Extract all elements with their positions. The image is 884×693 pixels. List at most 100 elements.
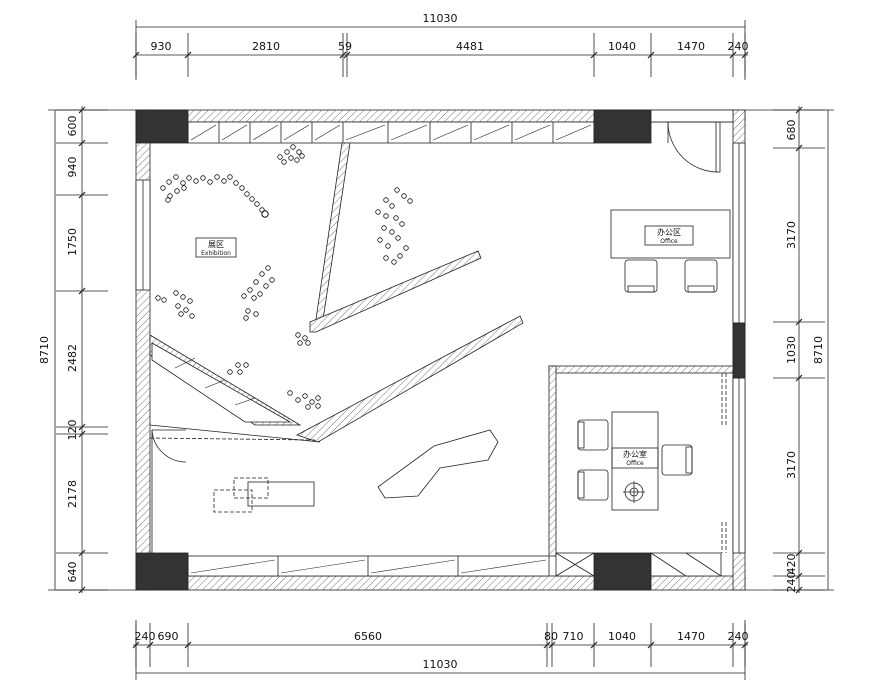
- dim-top-segment: 59: [338, 40, 352, 53]
- display-dot: [305, 404, 311, 410]
- display-dot: [249, 196, 255, 202]
- dim-top-segment: 1470: [677, 40, 705, 53]
- dimension-tick-mark: [795, 572, 803, 580]
- glass-pane: [204, 379, 226, 389]
- dim-top-segment: 4481: [456, 40, 484, 53]
- display-dot: [383, 197, 389, 203]
- display-dot: [233, 180, 239, 186]
- display-dot: [389, 203, 395, 209]
- chair: [661, 444, 693, 476]
- display-dot: [375, 209, 381, 215]
- glass-pane: [432, 124, 469, 141]
- display-dot: [243, 362, 249, 368]
- display-dot: [155, 295, 161, 301]
- display-dot: [391, 259, 397, 265]
- glass-pane: [390, 124, 428, 141]
- chair: [577, 469, 609, 501]
- outer-walls: [135, 109, 746, 591]
- display-dot: [407, 198, 413, 204]
- column: [135, 552, 189, 591]
- display-dot: [259, 271, 265, 277]
- dimension-tick-mark: [343, 51, 351, 59]
- display-dot: [315, 403, 321, 409]
- dimension-tick-mark: [78, 106, 86, 114]
- chair: [577, 419, 609, 451]
- glass-pane: [190, 559, 276, 574]
- display-dot: [299, 153, 305, 159]
- dim-right-segment: 680: [785, 120, 798, 141]
- dimension-tick-mark: [78, 191, 86, 199]
- dim-right-segment: 3170: [785, 451, 798, 479]
- display-dot: [399, 221, 405, 227]
- display-dot: [269, 277, 275, 283]
- display-dot: [261, 210, 269, 218]
- display-dot: [227, 369, 233, 375]
- curved-counter: [377, 429, 499, 499]
- column: [135, 109, 189, 144]
- display-dot: [241, 293, 247, 299]
- dim-bottom-segment: 240: [135, 630, 156, 643]
- display-dot: [166, 179, 172, 185]
- display-dot: [200, 175, 206, 181]
- display-dot: [295, 397, 301, 403]
- dim-top-total: 11030: [423, 12, 458, 25]
- office-area-furniture: 办公区 Office: [610, 209, 731, 293]
- display-dot: [181, 185, 187, 191]
- glass-pane: [555, 124, 592, 141]
- display-dot: [175, 303, 181, 309]
- glass-pane: [221, 124, 248, 141]
- display-dot: [173, 174, 179, 180]
- display-dot: [290, 144, 296, 150]
- display-dot: [401, 193, 407, 199]
- entrance-door: [650, 109, 734, 173]
- dim-left-segment: 120: [66, 420, 79, 441]
- display-dot: [277, 154, 283, 160]
- display-dot: [239, 185, 245, 191]
- display-dot: [183, 307, 189, 313]
- office-label-box: [644, 225, 694, 246]
- display-dot: [403, 245, 409, 251]
- glass-pane: [314, 124, 341, 141]
- dim-left-total: 8710: [38, 336, 51, 364]
- display-dot: [383, 213, 389, 219]
- display-dot: [207, 179, 213, 185]
- display-dot: [187, 298, 193, 304]
- display-dot: [193, 178, 199, 184]
- display-dot: [297, 340, 303, 346]
- display-dot: [263, 283, 269, 289]
- dim-top-segment: 240: [728, 40, 749, 53]
- dimension-tick-mark: [795, 586, 803, 594]
- dim-left-segment: 1750: [66, 228, 79, 256]
- display-dot: [395, 235, 401, 241]
- display-dot: [235, 362, 241, 368]
- dim-left-segment: 2178: [66, 480, 79, 508]
- office-area-label: 办公区: [657, 227, 681, 237]
- display-dot: [244, 191, 250, 197]
- dim-top-segment: 2810: [252, 40, 280, 53]
- display-dot: [257, 291, 263, 297]
- dimension-tick-mark: [741, 641, 749, 649]
- display-dot: [315, 395, 321, 401]
- dimension-tick-mark: [590, 641, 598, 649]
- dimension-tick-mark: [339, 51, 347, 59]
- dimension-tick-mark: [543, 641, 551, 649]
- chair: [624, 259, 658, 293]
- display-dot: [165, 197, 171, 203]
- dimension-bottom: 240 690 6560 80 710 1040 1470 240 11030: [132, 620, 749, 680]
- display-dot: [253, 311, 259, 317]
- column: [732, 322, 746, 379]
- display-dot: [254, 201, 260, 207]
- dim-right-segment: 240: [785, 572, 798, 593]
- dim-left-segment: 640: [66, 562, 79, 583]
- display-dot: [243, 315, 249, 321]
- dimension-tick-mark: [146, 641, 154, 649]
- dimension-tick-mark: [795, 318, 803, 326]
- display-dot: [305, 340, 311, 346]
- glass-pane: [190, 124, 217, 141]
- exhibition-label-cn: 展区: [208, 240, 224, 249]
- column: [593, 109, 652, 144]
- dim-left-segment: 940: [66, 157, 79, 178]
- display-dot: [281, 159, 287, 165]
- dimension-tick-mark: [184, 51, 192, 59]
